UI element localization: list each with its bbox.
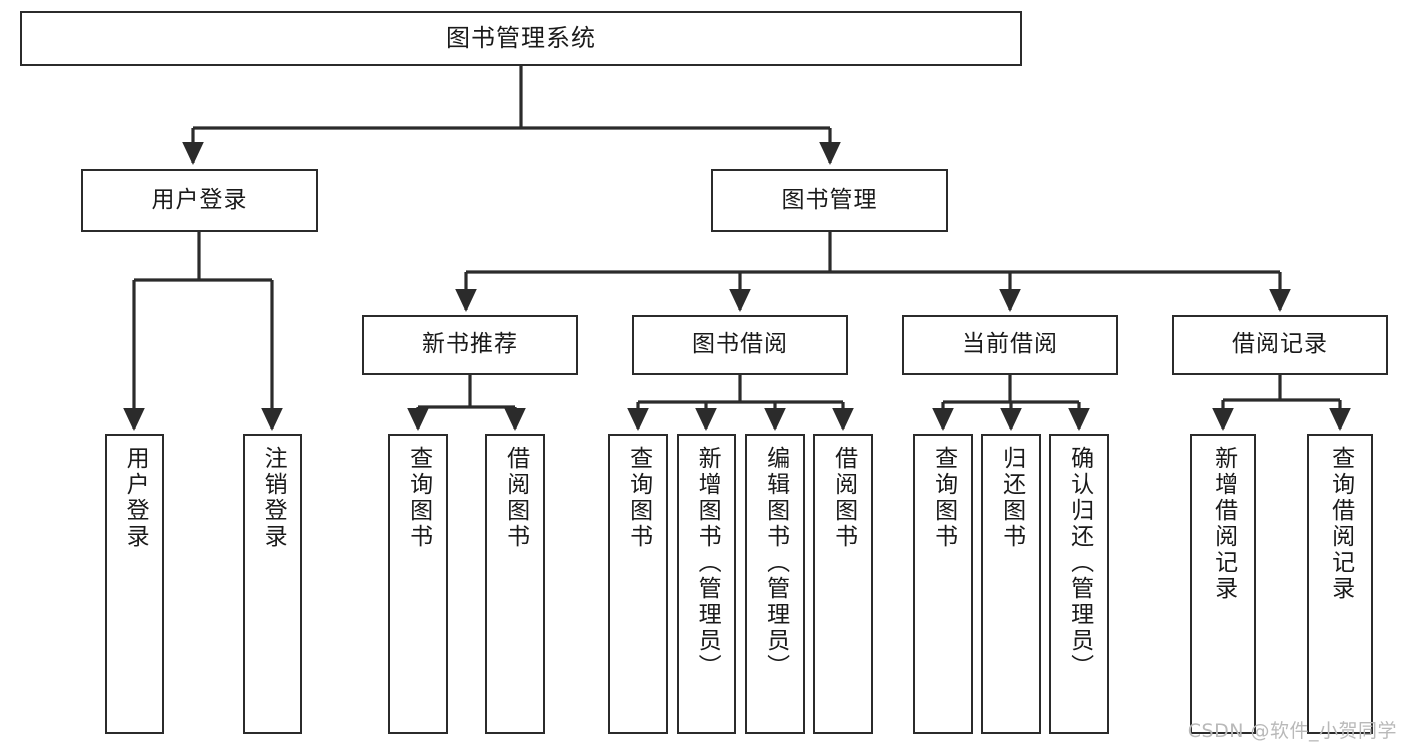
node-leaf-query-book-1-label: 查询图书 xyxy=(405,446,432,550)
node-new-book-rec[interactable]: 新书推荐 xyxy=(362,315,578,375)
node-leaf-edit-book-label: 编辑图书（管理员） xyxy=(762,446,789,680)
node-leaf-return-book[interactable]: 归还图书 xyxy=(981,434,1041,734)
node-leaf-borrow-book-1-label: 借阅图书 xyxy=(502,446,529,550)
node-book-manage[interactable]: 图书管理 xyxy=(711,169,948,232)
node-leaf-edit-book[interactable]: 编辑图书（管理员） xyxy=(745,434,805,734)
node-borrow-record-label: 借阅记录 xyxy=(1232,331,1328,358)
node-current-borrow-label: 当前借阅 xyxy=(962,331,1058,358)
node-user-login-label: 用户登录 xyxy=(151,186,248,213)
node-leaf-query-book-2-label: 查询图书 xyxy=(625,446,652,550)
node-leaf-user-login-label: 用户登录 xyxy=(122,446,149,550)
node-leaf-confirm-return-label: 确认归还（管理员） xyxy=(1066,446,1093,680)
node-book-borrow-label: 图书借阅 xyxy=(692,331,788,358)
node-leaf-add-record[interactable]: 新增借阅记录 xyxy=(1190,434,1256,734)
node-new-book-rec-label: 新书推荐 xyxy=(422,331,518,358)
node-leaf-query-record-label: 查询借阅记录 xyxy=(1327,446,1354,602)
node-borrow-record[interactable]: 借阅记录 xyxy=(1172,315,1388,375)
node-leaf-add-book[interactable]: 新增图书（管理员） xyxy=(677,434,736,734)
node-leaf-logout-label: 注销登录 xyxy=(260,446,287,550)
node-leaf-logout[interactable]: 注销登录 xyxy=(243,434,302,734)
node-user-login[interactable]: 用户登录 xyxy=(81,169,318,232)
node-leaf-query-book-3-label: 查询图书 xyxy=(930,446,957,550)
node-root[interactable]: 图书管理系统 xyxy=(20,11,1022,66)
node-leaf-confirm-return[interactable]: 确认归还（管理员） xyxy=(1049,434,1109,734)
node-leaf-borrow-book-2-label: 借阅图书 xyxy=(830,446,857,550)
node-leaf-query-record[interactable]: 查询借阅记录 xyxy=(1307,434,1373,734)
node-leaf-query-book-2[interactable]: 查询图书 xyxy=(608,434,668,734)
node-root-label: 图书管理系统 xyxy=(446,24,596,53)
node-leaf-borrow-book-1[interactable]: 借阅图书 xyxy=(485,434,545,734)
node-leaf-borrow-book-2[interactable]: 借阅图书 xyxy=(813,434,873,734)
node-leaf-user-login[interactable]: 用户登录 xyxy=(105,434,164,734)
node-leaf-return-book-label: 归还图书 xyxy=(998,446,1025,550)
watermark-text: CSDN @软件_小贺同学 xyxy=(1187,720,1397,742)
node-leaf-query-book-1[interactable]: 查询图书 xyxy=(388,434,448,734)
node-book-manage-label: 图书管理 xyxy=(781,186,878,213)
node-leaf-add-book-label: 新增图书（管理员） xyxy=(694,446,721,680)
node-current-borrow[interactable]: 当前借阅 xyxy=(902,315,1118,375)
node-leaf-add-record-label: 新增借阅记录 xyxy=(1210,446,1237,602)
node-leaf-query-book-3[interactable]: 查询图书 xyxy=(913,434,973,734)
node-book-borrow[interactable]: 图书借阅 xyxy=(632,315,848,375)
